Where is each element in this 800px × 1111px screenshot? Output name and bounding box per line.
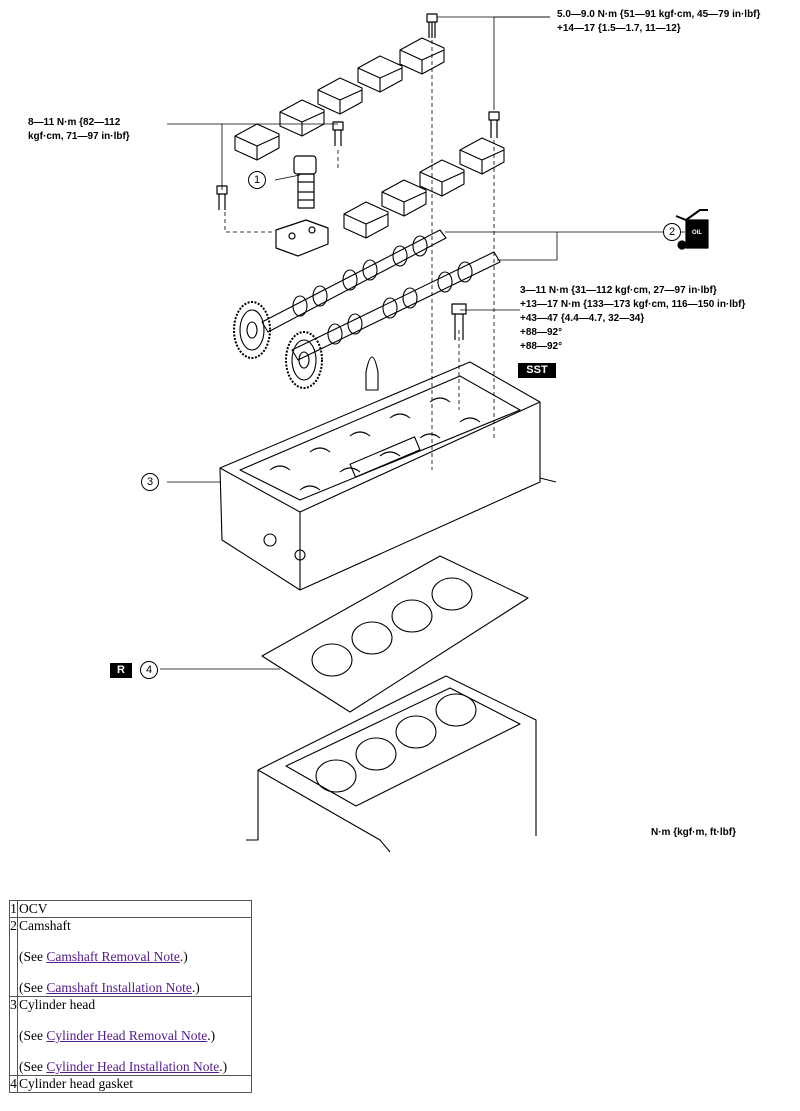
spec-line: +43—47 {4.4—4.7, 32—34}	[520, 313, 645, 324]
cam-sprockets	[233, 301, 323, 389]
callout-2: 2	[663, 223, 681, 241]
exploded-view-diagram	[160, 13, 709, 853]
legend-note: (See Cylinder Head Removal Note.)	[19, 1028, 250, 1044]
note-suffix: .)	[191, 980, 200, 995]
legend-row: 3 Cylinder head (See Cylinder Head Remov…	[9, 996, 252, 1076]
cylinder-head	[219, 356, 557, 591]
callout-3: 3	[141, 473, 159, 491]
oil-label: OIL	[692, 230, 702, 236]
cam-lobes	[292, 235, 473, 345]
note-prefix: (See	[19, 949, 47, 964]
legend-part-name: OCV	[19, 901, 48, 916]
units-note: N·m {kgf·m, ft·lbf}	[651, 827, 736, 838]
head-journals	[269, 397, 481, 491]
ocv-valve	[275, 155, 329, 257]
legend-row: 4 Cylinder head gasket	[9, 1075, 252, 1093]
alignment-dashes	[224, 40, 495, 470]
camshaft-installation-note-link[interactable]: Camshaft Installation Note	[46, 980, 192, 995]
legend-note: (See Camshaft Installation Note.)	[19, 980, 250, 996]
parts-legend-table: 1 OCV 2 Camshaft (See Camshaft Removal N…	[9, 900, 252, 1093]
torque-spec-left: 8—11 N·m {82—112 kgf·cm, 71—97 in·lbf}	[28, 116, 130, 144]
camshafts	[233, 229, 501, 389]
torque-spec-top: 5.0—9.0 N·m {51—91 kgf·cm, 45—79 in·lbf}…	[557, 8, 760, 36]
note-prefix: (See	[19, 1059, 47, 1074]
legend-row: 1 OCV	[9, 900, 252, 918]
note-prefix: (See	[19, 980, 47, 995]
cylinder-head-installation-note-link[interactable]: Cylinder Head Installation Note	[46, 1059, 220, 1074]
spec-line: +88—92°	[520, 341, 563, 352]
oil-can-icon	[675, 209, 709, 250]
legend-cell: Cylinder head (See Cylinder Head Removal…	[17, 996, 252, 1076]
cylinder-block	[246, 675, 537, 853]
bolt-right	[488, 111, 500, 138]
callout-4: 4	[140, 661, 158, 679]
legend-cell: Cylinder head gasket	[17, 1075, 252, 1093]
bolt-mid	[451, 303, 467, 340]
legend-cell: OCV	[17, 900, 252, 918]
camshaft-removal-note-link[interactable]: Camshaft Removal Note	[46, 949, 180, 964]
spec-line: +14—17 {1.5—1.7, 11—12}	[557, 23, 681, 34]
bolts	[216, 13, 500, 340]
sst-badge: SST	[518, 363, 556, 378]
bolt-top	[426, 13, 438, 38]
bolt-left-1	[332, 121, 344, 146]
legend-note: (See Cylinder Head Installation Note.)	[19, 1059, 250, 1075]
legend-cell: Camshaft (See Camshaft Removal Note.) (S…	[17, 917, 252, 997]
legend-number: 3	[9, 996, 18, 1076]
note-prefix: (See	[19, 1028, 47, 1043]
legend-note: (See Camshaft Removal Note.)	[19, 949, 250, 965]
spec-line: +88—92°	[520, 327, 563, 338]
legend-part-name: Camshaft	[19, 918, 71, 933]
replace-badge: R	[110, 663, 132, 678]
torque-spec-mid: 3—11 N·m {31—112 kgf·cm, 27—97 in·lbf} +…	[520, 284, 745, 354]
legend-row: 2 Camshaft (See Camshaft Removal Note.) …	[9, 917, 252, 997]
spec-line: kgf·cm, 71—97 in·lbf}	[28, 131, 130, 142]
leader-lines	[160, 16, 685, 670]
spec-line: 8—11 N·m {82—112	[28, 117, 121, 128]
spec-line: +13—17 N·m {133—173 kgf·cm, 116—150 in·l…	[520, 299, 746, 310]
legend-part-name: Cylinder head gasket	[19, 1076, 133, 1091]
legend-number: 4	[9, 1075, 18, 1093]
legend-part-name: Cylinder head	[19, 997, 96, 1012]
note-suffix: .)	[219, 1059, 228, 1074]
note-suffix: .)	[179, 949, 188, 964]
head-gasket	[261, 555, 529, 713]
cylinder-head-removal-note-link[interactable]: Cylinder Head Removal Note	[46, 1028, 208, 1043]
legend-number: 2	[9, 917, 18, 997]
legend-number: 1	[9, 900, 18, 918]
spec-line: 3—11 N·m {31—112 kgf·cm, 27—97 in·lbf}	[520, 285, 717, 296]
spec-line: 5.0—9.0 N·m {51—91 kgf·cm, 45—79 in·lbf}	[557, 9, 761, 20]
bolt-left-2	[216, 185, 228, 210]
camshaft-caps	[234, 37, 505, 239]
callout-1: 1	[248, 171, 266, 189]
note-suffix: .)	[207, 1028, 216, 1043]
